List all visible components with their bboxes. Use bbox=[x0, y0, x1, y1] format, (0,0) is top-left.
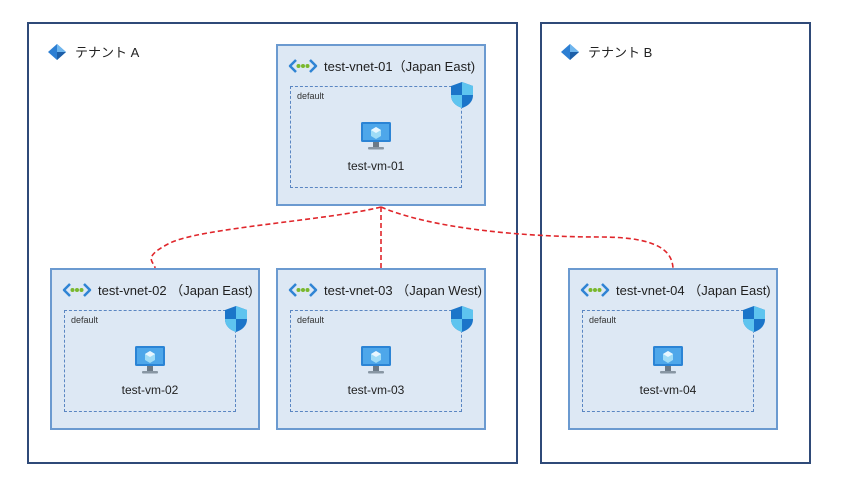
virtual-machine-icon bbox=[653, 346, 683, 374]
virtual-network-icon bbox=[288, 58, 318, 73]
virtual-machine-icon bbox=[361, 346, 391, 374]
vnet-04-name: test-vnet-04 （Japan East) bbox=[616, 283, 771, 298]
peering-line-01-02 bbox=[150, 206, 382, 269]
subnet-label: default bbox=[297, 315, 325, 325]
vnet-02-box: test-vnet-02 （Japan East) default test-v… bbox=[50, 268, 260, 430]
network-security-group-shield-icon bbox=[225, 306, 247, 332]
vnet-03-subnet: default test-vm-03 bbox=[290, 306, 473, 412]
vm-03-label: test-vm-03 bbox=[347, 383, 405, 397]
virtual-machine-icon bbox=[135, 346, 165, 374]
virtual-network-icon bbox=[288, 282, 318, 297]
virtual-network-icon bbox=[62, 282, 92, 297]
vnet-04-header: test-vnet-04 （Japan East) bbox=[580, 280, 771, 299]
virtual-network-icon bbox=[580, 282, 610, 297]
vm-04: test-vm-04 bbox=[583, 345, 753, 397]
vnet-04-subnet: default test-vm-04 bbox=[582, 306, 765, 412]
vnet-01-name: test-vnet-01（Japan East) bbox=[324, 59, 476, 74]
subnet-label: default bbox=[589, 315, 617, 325]
vnet-01-box: test-vnet-01（Japan East) default test-vm… bbox=[276, 44, 486, 206]
peering-line-01-04 bbox=[380, 206, 674, 269]
vm-01: test-vm-01 bbox=[291, 121, 461, 173]
vnet-02-header: test-vnet-02 （Japan East) bbox=[62, 280, 253, 299]
tenant-a-header: テナント A bbox=[47, 42, 139, 61]
vnet-03-box: test-vnet-03 （Japan West) default test-v… bbox=[276, 268, 486, 430]
tenant-b-header: テナント B bbox=[560, 42, 652, 61]
vnet-01-header: test-vnet-01（Japan East) bbox=[288, 56, 475, 75]
tenant-b-label: テナント B bbox=[588, 45, 653, 60]
network-security-group-shield-icon bbox=[451, 306, 473, 332]
vm-03: test-vm-03 bbox=[291, 345, 461, 397]
vnet-04-box: test-vnet-04 （Japan East) default test-v… bbox=[568, 268, 778, 430]
vm-02-label: test-vm-02 bbox=[121, 383, 179, 397]
vm-01-label: test-vm-01 bbox=[347, 159, 405, 173]
vnet-03-header: test-vnet-03 （Japan West) bbox=[288, 280, 482, 299]
azure-ad-diamond-icon bbox=[48, 43, 66, 60]
azure-ad-diamond-icon bbox=[561, 43, 579, 60]
tenant-a-label: テナント A bbox=[75, 45, 140, 60]
vnet-03-name: test-vnet-03 （Japan West) bbox=[324, 283, 482, 298]
vnet-01-subnet: default test-vm-01 bbox=[290, 82, 473, 188]
network-security-group-shield-icon bbox=[451, 82, 473, 108]
subnet-label: default bbox=[71, 315, 99, 325]
vm-02: test-vm-02 bbox=[65, 345, 235, 397]
virtual-machine-icon bbox=[361, 122, 391, 150]
vm-04-label: test-vm-04 bbox=[639, 383, 697, 397]
network-security-group-shield-icon bbox=[743, 306, 765, 332]
vnet-02-subnet: default test-vm-02 bbox=[64, 306, 247, 412]
subnet-label: default bbox=[297, 91, 325, 101]
vnet-02-name: test-vnet-02 （Japan East) bbox=[98, 283, 253, 298]
